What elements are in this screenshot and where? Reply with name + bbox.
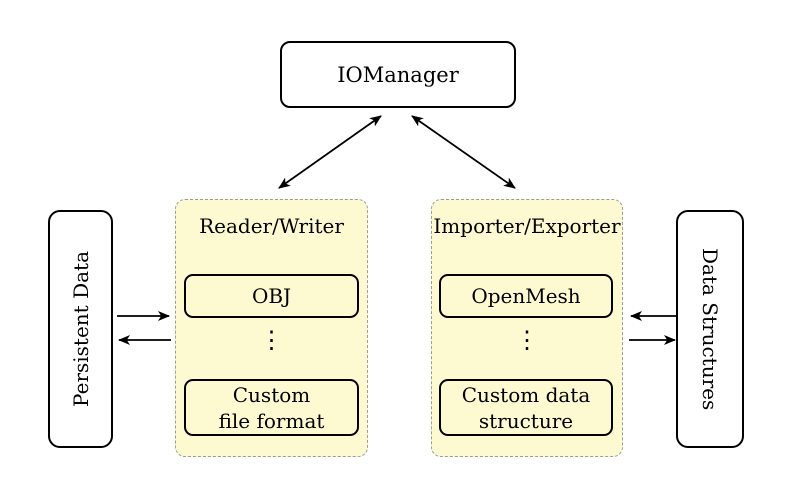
openmesh-box: OpenMesh [439,274,613,318]
importer-exporter-ellipsis: ⋮ [515,326,539,354]
importer-exporter-group: Importer/Exporter OpenMesh ⋮ Custom data… [431,199,623,457]
custom-file-format-box: Custom file format [184,379,359,436]
iomanager-label: IOManager [337,62,459,87]
openmesh-label: OpenMesh [471,284,581,308]
reader-writer-group: Reader/Writer OBJ ⋮ Custom file format [175,199,368,457]
obj-box: OBJ [184,274,359,318]
reader-writer-title: Reader/Writer [199,214,344,238]
persistent-data-label: Persistent Data [68,251,93,407]
persistent-data-box: Persistent Data [48,210,113,448]
custom-data-structure-box: Custom data structure [439,379,613,436]
custom-data-structure-line1: Custom data [461,382,591,407]
arrow-iomanager-reader-writer [278,115,382,189]
reader-writer-ellipsis: ⋮ [259,326,284,354]
iomanager-box: IOManager [280,41,516,108]
data-structures-label: Data Structures [698,247,722,411]
custom-file-format-line2: file format [218,408,325,433]
obj-label: OBJ [251,284,292,308]
data-structures-box: Data Structures [676,210,744,448]
custom-data-structure-line2: structure [478,408,574,433]
custom-file-format-line1: Custom [232,382,311,407]
importer-exporter-title: Importer/Exporter [433,214,621,238]
arrow-iomanager-importer-exporter [411,115,516,189]
